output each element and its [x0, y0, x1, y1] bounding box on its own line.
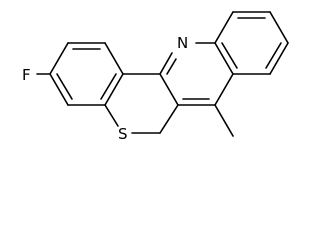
sulfur-atom-label: S [118, 125, 128, 143]
bond-left-ring-inner-left [56, 73, 73, 100]
molecule-structure-diagram: F S N [22, 11, 289, 143]
bond-left-ring-bottom-right [104, 73, 124, 106]
thiopyran-ring [104, 73, 179, 134]
bond-right-ring-top-right [269, 11, 289, 44]
bond-left-ring-top-left [49, 42, 69, 75]
bond-pyridine-left [159, 73, 179, 106]
bond-right-ring-inner-bottom-left [221, 42, 238, 69]
bond-right-ring-bottom-right [269, 42, 289, 75]
pyridine-ring [159, 42, 234, 106]
bond-left-ring-top-right [104, 42, 124, 75]
bond-left-ring-bottom-left [49, 73, 69, 106]
bond-ring-to-sulfur [104, 104, 119, 127]
fluorine-atom-label: F [22, 66, 31, 84]
nitrogen-atom-label: N [177, 34, 188, 52]
bond-pyridine-inner-left-top [166, 58, 177, 75]
bond-pyridine-top-left [159, 52, 173, 75]
bond-pyridine-top-right [214, 42, 234, 75]
bond-ch2-to-central [159, 104, 179, 134]
bond-left-ring-inner-right [100, 73, 117, 100]
bond-right-ring-top-left [214, 11, 234, 44]
right-benzene-ring [214, 11, 289, 75]
left-benzene-ring [49, 42, 124, 106]
bond-pyridine-right [214, 73, 234, 106]
bond-right-ring-inner-right [265, 42, 282, 69]
bond-methyl [214, 104, 234, 137]
